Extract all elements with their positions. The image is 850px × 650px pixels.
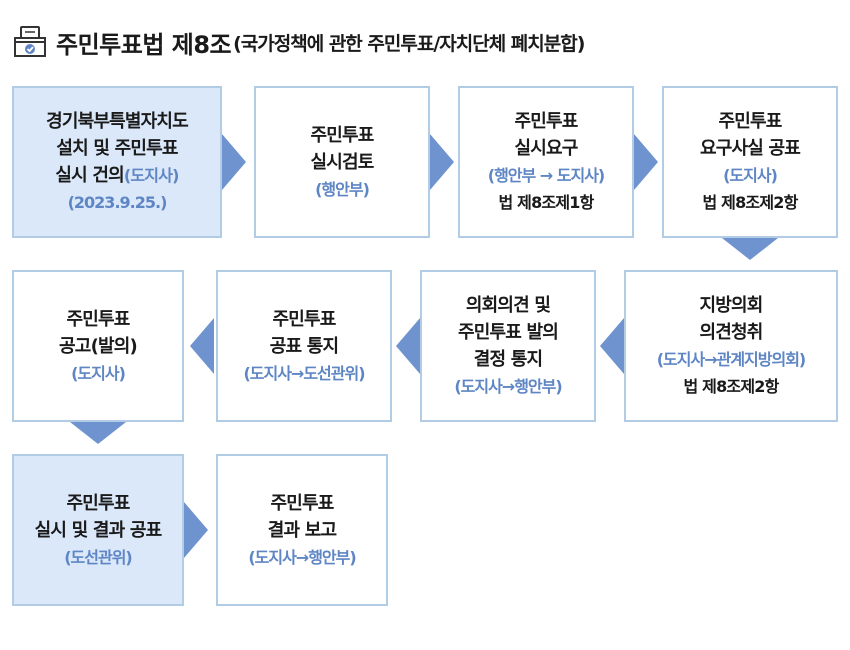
step-3-law: 법 제8조제1항: [498, 193, 594, 212]
step-7-line-1: 주민투표: [272, 308, 336, 330]
step-1-date: (2023.9.25.): [67, 193, 168, 212]
step-2-line-2: 실시검토: [310, 151, 374, 173]
step-7-line-2: 공표 통지: [269, 335, 339, 357]
step-10-line-2: 결과 보고: [267, 519, 337, 541]
ballot-box-icon: [14, 26, 46, 57]
arrow-left-icon: [600, 318, 624, 374]
step-3-line-1: 주민투표: [514, 111, 578, 132]
step-5-line-2: 의견청취: [699, 322, 763, 343]
arrow-right-icon: [222, 134, 246, 190]
step-5-law: 법 제8조제2항: [683, 377, 779, 396]
step-1-line-3: 실시 건의(도지사): [55, 162, 180, 189]
step-6-line-3: 결정 통지: [473, 349, 543, 370]
step-1-line-2: 설치 및 주민투표: [56, 138, 178, 159]
step-4-law: 법 제8조제2항: [702, 193, 798, 212]
step-6-line-2: 주민투표 발의: [457, 322, 559, 343]
title-main: 주민투표법 제8조: [56, 30, 232, 59]
step-8-line-2: 공고(발의): [59, 335, 138, 357]
step-4-line-1: 주민투표: [718, 111, 782, 132]
step-4-sub: (도지사): [723, 166, 778, 185]
step-6-line-1: 의회의견 및: [465, 295, 551, 316]
arrow-left-icon: [396, 318, 420, 374]
step-8-box: 주민투표 공고(발의) (도지사): [12, 270, 184, 422]
step-2-box: 주민투표 실시검토 (행안부): [254, 86, 430, 238]
step-1-line-3-sub: (도지사): [123, 166, 180, 185]
page-title: 주민투표법 제8조 (국가정책에 관한 주민투표/자치단체 폐치분합): [12, 22, 585, 62]
step-7-sub: (도지사→도선관위): [243, 363, 365, 383]
step-2-line-1: 주민투표: [310, 124, 374, 146]
step-9-line-1: 주민투표: [66, 492, 130, 514]
step-10-box: 주민투표 결과 보고 (도지사→행안부): [216, 454, 388, 606]
step-6-box: 의회의견 및 주민투표 발의 결정 통지 (도지사→행안부): [420, 270, 596, 422]
step-5-line-1: 지방의회: [699, 295, 763, 316]
step-2-sub: (행안부): [315, 179, 370, 199]
arrow-down-icon: [722, 238, 778, 260]
step-1-line-3-main: 실시 건의: [55, 165, 124, 186]
step-3-sub: (행안부 → 도지사): [487, 166, 605, 185]
step-8-sub: (도지사): [71, 363, 126, 383]
arrow-right-icon: [430, 134, 454, 190]
step-1-box: 경기북부특별자치도 설치 및 주민투표 실시 건의(도지사) (2023.9.2…: [12, 86, 222, 238]
step-10-sub: (도지사→행안부): [248, 547, 356, 567]
arrow-right-icon: [634, 134, 658, 190]
step-9-line-2: 실시 및 결과 공표: [34, 519, 163, 541]
step-8-line-1: 주민투표: [66, 308, 130, 330]
step-4-box: 주민투표 요구사실 공표 (도지사) 법 제8조제2항: [662, 86, 838, 238]
arrow-right-icon: [184, 502, 208, 558]
step-9-box: 주민투표 실시 및 결과 공표 (도선관위): [12, 454, 184, 606]
title-sub: (국가정책에 관한 주민투표/자치단체 폐치분합): [233, 32, 585, 55]
step-9-sub: (도선관위): [64, 547, 133, 567]
step-7-box: 주민투표 공표 통지 (도지사→도선관위): [216, 270, 392, 422]
arrow-left-icon: [190, 318, 214, 374]
step-4-line-2: 요구사실 공표: [699, 138, 801, 159]
step-3-box: 주민투표 실시요구 (행안부 → 도지사) 법 제8조제1항: [458, 86, 634, 238]
step-10-line-1: 주민투표: [270, 492, 334, 514]
step-5-sub: (도지사→관계지방의회): [656, 350, 807, 369]
step-3-line-2: 실시요구: [514, 138, 578, 159]
step-1-line-1: 경기북부특별자치도: [46, 111, 189, 132]
step-6-sub: (도지사→행안부): [454, 377, 562, 396]
step-5-box: 지방의회 의견청취 (도지사→관계지방의회) 법 제8조제2항: [624, 270, 838, 422]
arrow-down-icon: [70, 422, 126, 444]
